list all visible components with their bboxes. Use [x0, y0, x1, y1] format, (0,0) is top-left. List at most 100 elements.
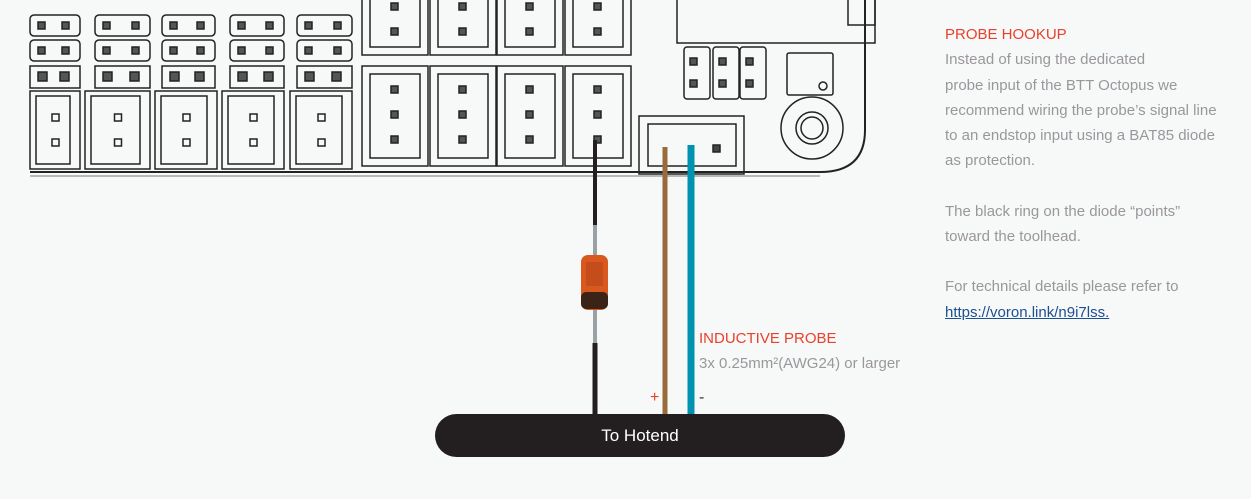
pin	[317, 138, 326, 147]
motor-connector-inner	[90, 95, 141, 165]
pin	[265, 21, 274, 30]
pin	[458, 2, 467, 11]
motor-connector	[221, 90, 285, 170]
pin	[237, 46, 246, 55]
pin	[59, 71, 70, 82]
pin	[129, 71, 140, 82]
endstop-connector	[564, 0, 632, 56]
jumper-block	[94, 39, 151, 62]
minus-label: -	[699, 389, 705, 406]
pin	[249, 113, 258, 122]
pin	[390, 2, 399, 11]
jumper-block	[161, 39, 216, 62]
pin	[317, 113, 326, 122]
pin	[525, 2, 534, 11]
pin	[196, 46, 205, 55]
endstop-connector	[429, 65, 497, 167]
pin	[131, 21, 140, 30]
board-edge	[30, 0, 866, 173]
jumper-block	[229, 39, 285, 62]
probe-title: INDUCTIVE PROBE	[699, 330, 837, 347]
pin	[593, 85, 602, 94]
pin	[304, 21, 313, 30]
jumper-base	[296, 65, 353, 89]
side-panel: PROBE HOOKUP Instead of using the dedica…	[945, 22, 1245, 325]
jumper-block	[229, 14, 285, 37]
pin	[169, 71, 180, 82]
endstop-inner	[369, 0, 421, 48]
pin	[249, 138, 258, 147]
pin	[51, 138, 60, 147]
pin	[37, 71, 48, 82]
pin	[61, 21, 70, 30]
motor-connector-inner	[35, 95, 71, 165]
pin	[333, 46, 342, 55]
pin	[182, 113, 191, 122]
pin	[331, 71, 342, 82]
pin	[263, 71, 274, 82]
motor-connectors	[29, 90, 353, 170]
pin	[196, 21, 205, 30]
section-title: PROBE HOOKUP	[945, 26, 1067, 43]
pin	[113, 113, 123, 122]
pin	[525, 27, 534, 36]
pin	[237, 71, 248, 82]
jumper-block	[29, 39, 81, 62]
motor-connector	[154, 90, 218, 170]
text-line: For technical details please refer to	[945, 278, 1179, 296]
endstop-connector	[564, 65, 632, 167]
motor-connector-inner	[227, 95, 275, 165]
endstop-inner	[437, 0, 489, 48]
text-line: to an endstop input using a BAT85 diode	[945, 127, 1215, 145]
motor-connector	[289, 90, 353, 170]
pin	[390, 135, 399, 144]
pin	[458, 85, 467, 94]
pin	[194, 71, 205, 82]
pin	[593, 27, 602, 36]
reference-link[interactable]: https://voron.link/n9i7lss.	[945, 303, 1110, 321]
pin	[593, 2, 602, 11]
pin	[304, 71, 315, 82]
jumper-base	[229, 65, 285, 89]
pin	[458, 110, 467, 119]
pin	[102, 21, 111, 30]
btt-octopus-board	[29, 0, 876, 177]
pin	[458, 27, 467, 36]
endstop-inner	[572, 73, 624, 159]
text-line: probe input of the BTT Octopus we	[945, 76, 1178, 94]
endstop-connector	[496, 65, 564, 167]
pin	[304, 46, 313, 55]
text-line: toward the toolhead.	[945, 228, 1081, 246]
pin	[61, 46, 70, 55]
pin	[458, 135, 467, 144]
to-hotend-label: To Hotend	[435, 414, 845, 457]
text-line: as protection.	[945, 152, 1036, 170]
motor-connector	[29, 90, 81, 170]
pin	[169, 46, 178, 55]
pin	[51, 113, 60, 122]
text-line: The black ring on the diode “points”	[945, 202, 1181, 220]
pin	[593, 110, 602, 119]
pin	[390, 27, 399, 36]
pin	[169, 21, 178, 30]
jumper-base	[161, 65, 216, 89]
endstop-connectors	[361, 0, 632, 167]
text-line: Instead of using the dedicated	[945, 51, 1146, 69]
pin	[102, 71, 113, 82]
pin	[37, 21, 46, 30]
pin	[237, 21, 246, 30]
endstop-connector	[361, 65, 429, 167]
jumper-block	[29, 14, 81, 37]
chip	[786, 52, 834, 96]
jumper-block	[296, 14, 353, 37]
pin	[131, 46, 140, 55]
motor-connector	[84, 90, 151, 170]
jumper-block	[296, 39, 353, 62]
endstop-connector	[429, 0, 497, 56]
endstop-connector	[361, 0, 429, 56]
jumper-base	[29, 65, 81, 89]
pin	[525, 110, 534, 119]
motor-connector-inner	[295, 95, 343, 165]
pin	[593, 135, 602, 144]
